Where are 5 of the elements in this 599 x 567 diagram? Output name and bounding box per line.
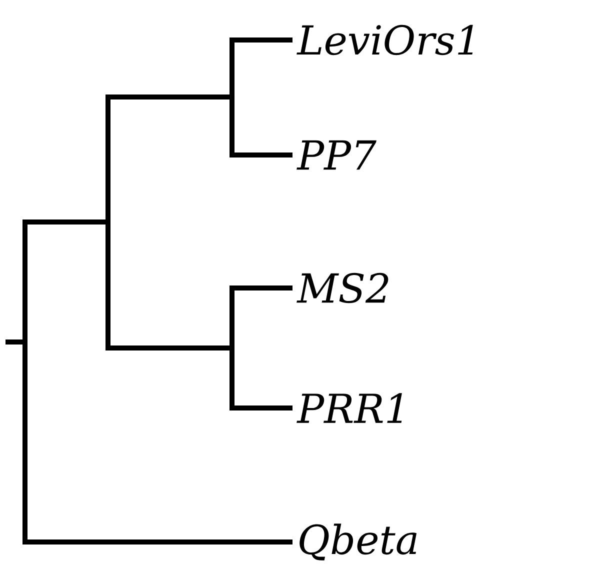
leaf-label: PRR1 [296,393,402,423]
leaf-label: Qbeta [300,524,417,560]
leaf-label: LeviOrs1 [296,24,473,56]
leaf-label: MS2 [296,272,388,304]
leaf-label: PP7 [296,140,376,170]
